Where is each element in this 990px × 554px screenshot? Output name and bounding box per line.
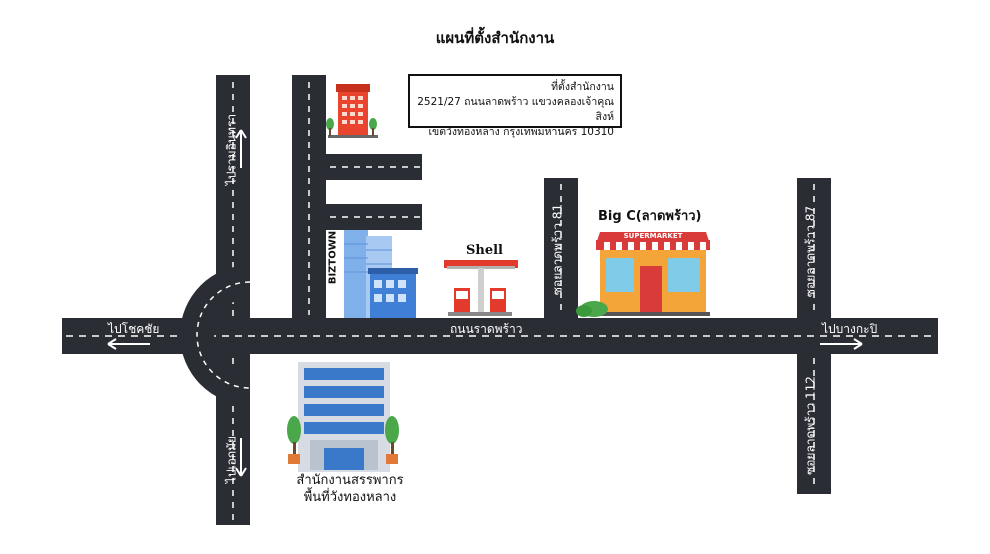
soi-81-label: ซอยลาดพร้าว 81: [550, 203, 565, 296]
office-address-line2: เขตวังทองหลาง กรุงเทพมหานคร 10310: [428, 126, 614, 138]
arrow-left-icon: [107, 338, 150, 350]
office-address-line1: 2521/27 ถนนลาดพร้าว แขวงคลองเจ้าคุณสิงห์: [417, 96, 614, 123]
revenue-office-line2: พื้นที่วังทองหลาง: [303, 490, 397, 505]
shell-label: Shell: [466, 243, 503, 258]
office-building-icon: [326, 84, 378, 138]
direction-arrows: [107, 129, 863, 477]
arrow-down-icon: [235, 438, 247, 477]
to-bang-kapi-label: ไปบางกะปิ: [822, 322, 878, 336]
bigc-label: Big C(ลาดพร้าว): [598, 209, 702, 224]
biztown-label: BIZTOWN: [327, 230, 339, 285]
u-turn: [180, 265, 250, 405]
revenue-office-line1: สำนักงานสรรพากร: [296, 473, 404, 488]
office-box-heading: ที่ตั้งสำนักงาน: [551, 81, 614, 93]
biztown-building-icon: [328, 230, 418, 318]
supermarket-sign: SUPERMARKET: [623, 232, 683, 240]
to-chok-chai-label: ไปโชคชัย: [108, 322, 160, 336]
u-turn-marking: [196, 281, 251, 389]
shell-station-icon: [444, 260, 518, 316]
arrow-right-icon: [820, 338, 863, 350]
to-ekkamai-label: ไปเอกมัย: [224, 435, 239, 484]
page-title: แผนที่ตั้งสำนักงาน: [435, 29, 555, 47]
soi-112-label: ซอยลาดพร้าว 112: [803, 376, 818, 475]
main-road-label: ถนนราดพร้าว: [450, 322, 523, 336]
road-network: [62, 75, 938, 525]
office-address-box: ที่ตั้งสำนักงาน 2521/27 ถนนลาดพร้าว แขวง…: [408, 74, 622, 138]
revenue-office-label: สำนักงานสรรพากร พื้นที่วังทองหลาง: [270, 472, 430, 506]
revenue-office-building-icon: [287, 362, 399, 472]
bigc-store-icon: [576, 232, 710, 317]
to-ramintra-label: ไปรามอินทรา: [224, 113, 239, 186]
soi-87-label: ซอยลาดพร้าว 87: [803, 205, 818, 298]
arrow-up-icon: [235, 129, 247, 168]
